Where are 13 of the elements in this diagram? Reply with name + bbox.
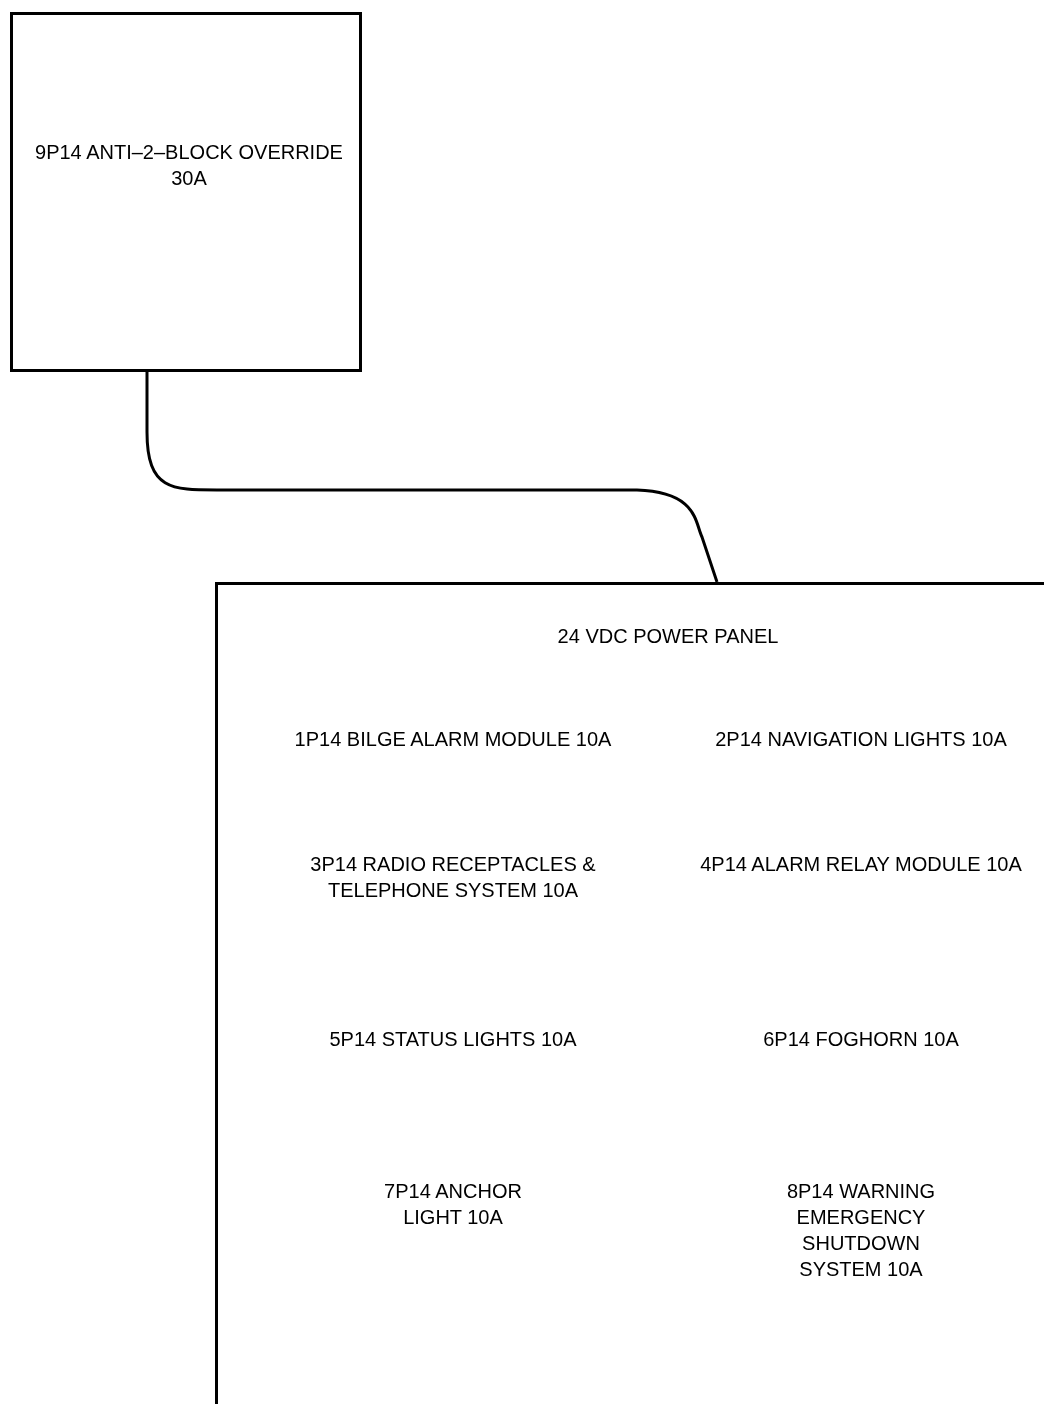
- circuit-label: 3P14 RADIO RECEPTACLES & TELEPHONE SYSTEM 10A: [309, 852, 597, 903]
- circuit-label: 7P14 ANCHOR LIGHT 10A: [383, 1179, 523, 1230]
- power-panel: [215, 582, 1044, 1404]
- circuit-label: 4P14 ALARM RELAY MODULE 10A: [699, 852, 1023, 877]
- cable-line: [145, 372, 719, 583]
- circuit-label: 6P14 FOGHORN 10A: [762, 1027, 960, 1052]
- panel-title: 24 VDC POWER PANEL: [556, 624, 780, 649]
- circuit-label: 1P14 BILGE ALARM MODULE 10A: [293, 727, 613, 752]
- circuit-label: 8P14 WARNING EMERGENCY SHUTDOWN SYSTEM 10A: [785, 1179, 937, 1282]
- circuit-label: 9P14 ANTI–2–BLOCK OVERRIDE 30A: [34, 140, 344, 191]
- fuse-box: [10, 12, 362, 372]
- circuit-label: 2P14 NAVIGATION LIGHTS 10A: [714, 727, 1008, 752]
- circuit-label: 5P14 STATUS LIGHTS 10A: [328, 1027, 578, 1052]
